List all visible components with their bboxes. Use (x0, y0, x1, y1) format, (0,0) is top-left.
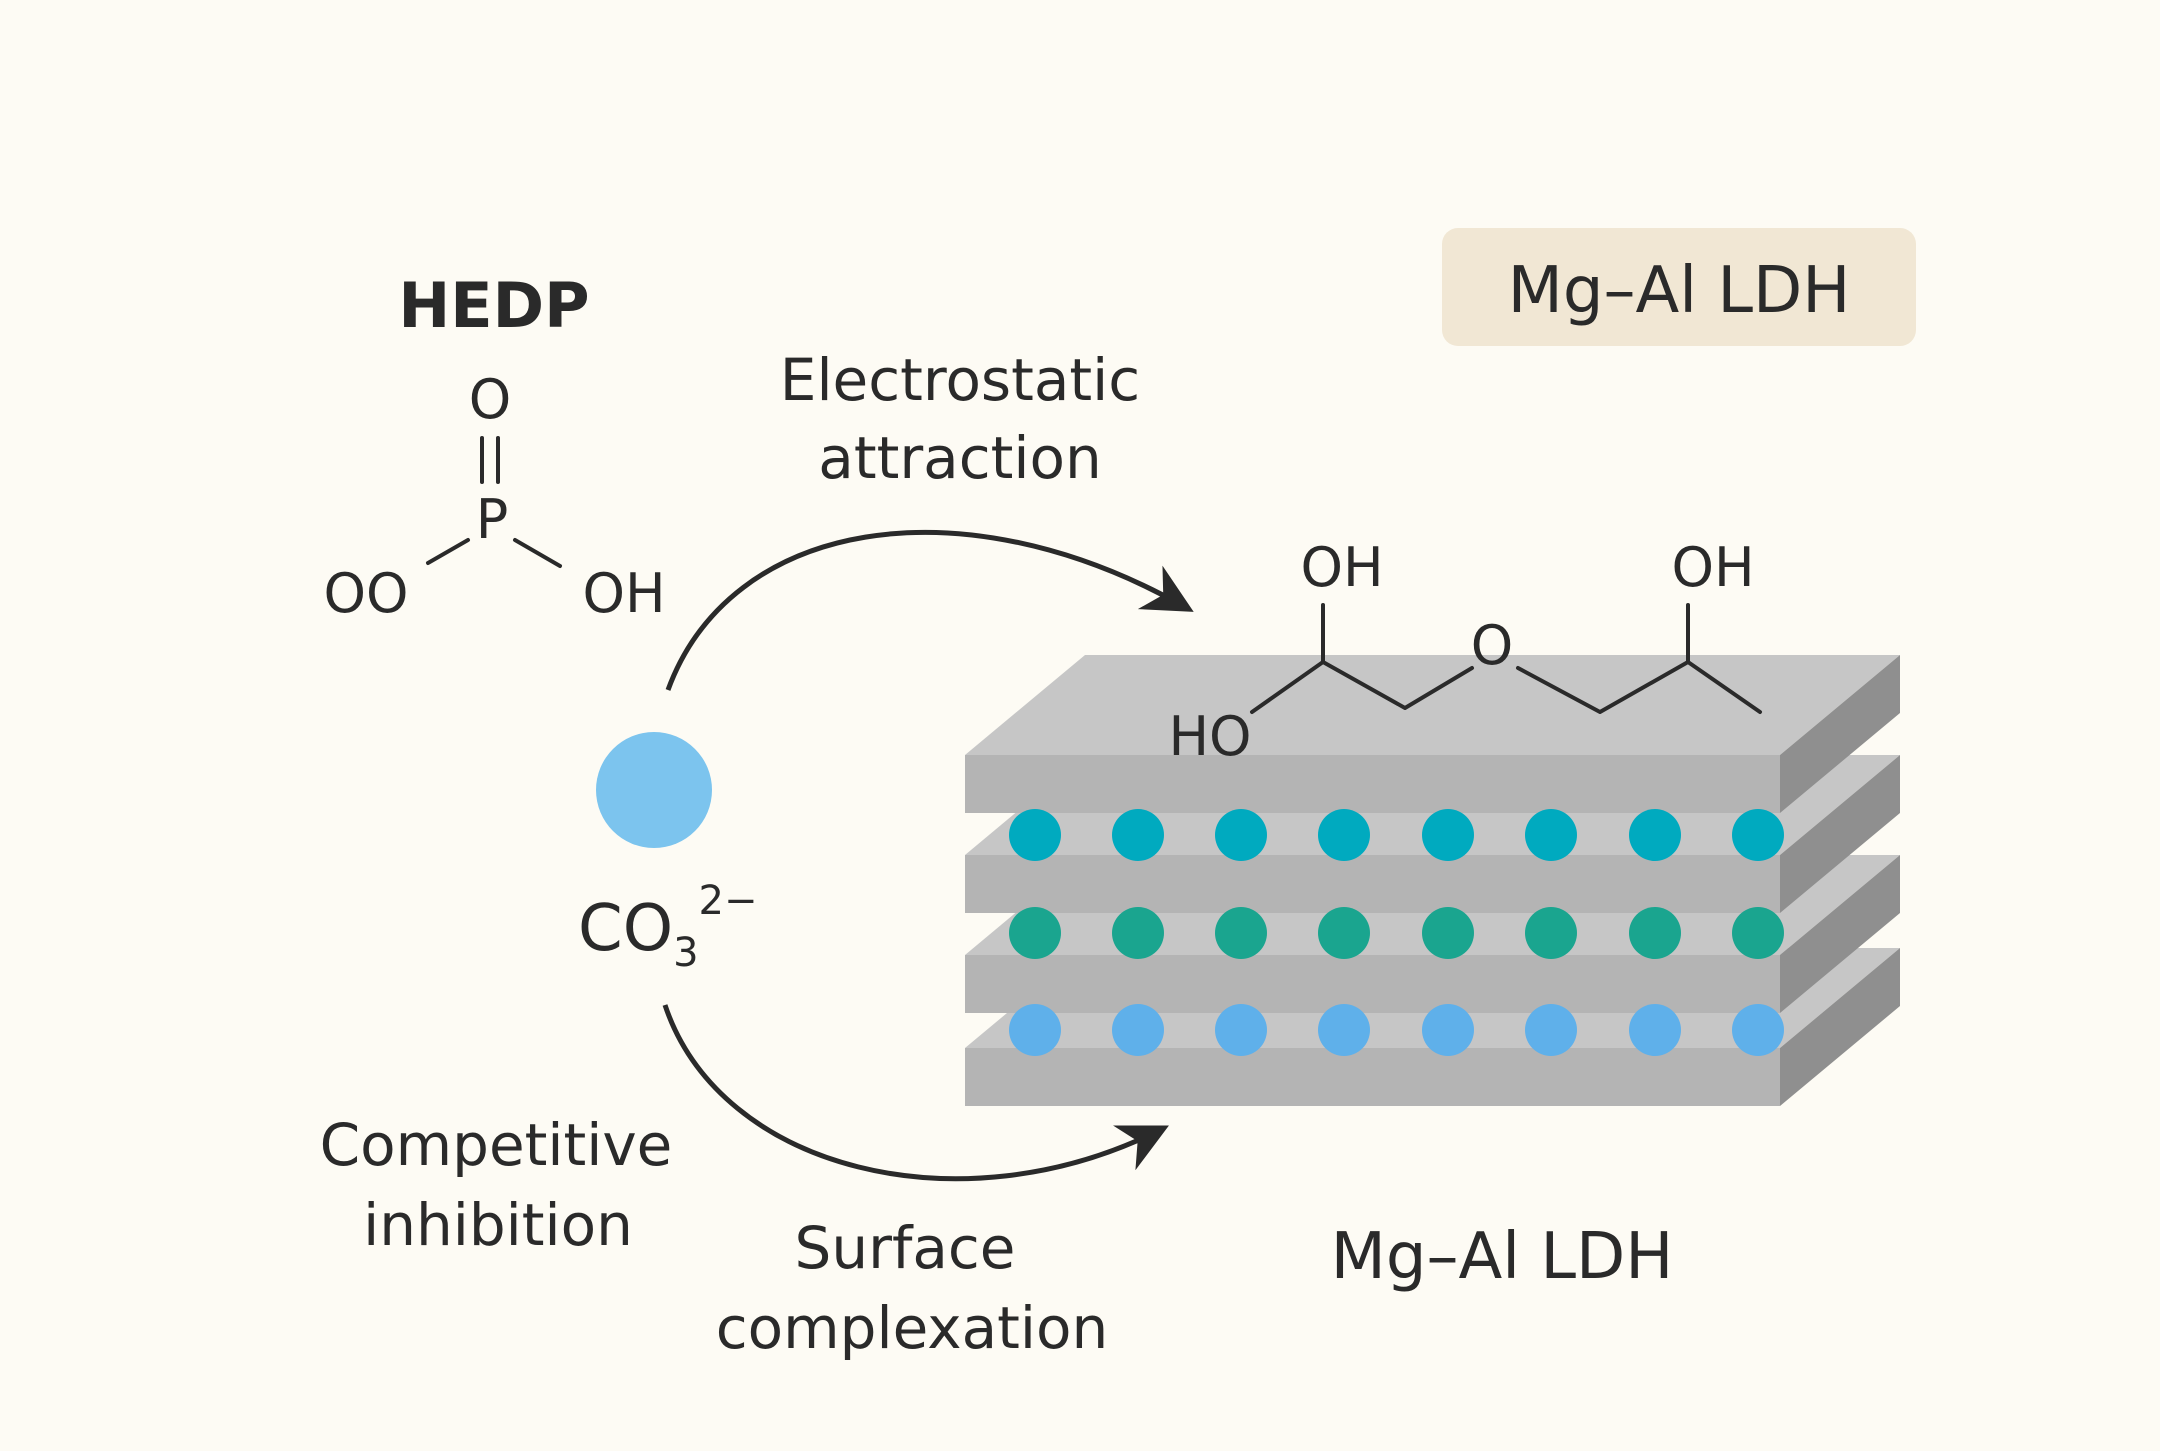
organic-molecule: OH O OH HO (1168, 536, 1762, 768)
ldh-label-box (1442, 228, 1916, 346)
hedp-bond-left (426, 538, 470, 565)
anion-dot (1732, 1004, 1784, 1056)
anion-dot (1629, 907, 1681, 959)
anion-dot (1629, 1004, 1681, 1056)
hedp-atom-o-top: O (469, 368, 512, 431)
anion-dot (1215, 907, 1267, 959)
molecule-chain-left (1250, 660, 1474, 714)
anion-dot (1422, 1004, 1474, 1056)
anion-dot (1318, 907, 1370, 959)
anion-dot (1732, 907, 1784, 959)
interlayer-anions (1009, 809, 1784, 1056)
hedp-structure: O P OO OH (323, 368, 665, 625)
hedp-bond-right (513, 538, 562, 568)
molecule-o-center: O (1471, 614, 1514, 677)
carbonate-label: CO32− (578, 878, 757, 976)
carbonate-ion-circle (596, 732, 712, 848)
anion-dot (1318, 1004, 1370, 1056)
anion-dot (1009, 1004, 1061, 1056)
ldh-plate-side-1 (1780, 655, 1900, 813)
ldh-plate-top-1 (965, 655, 1900, 755)
carbonate-superscript: 2− (699, 878, 758, 924)
ldh-plate-side-4 (1780, 948, 1900, 1106)
molecule-oh-left: OH (1300, 536, 1383, 599)
anion-dot (1422, 809, 1474, 861)
hedp-atom-p: P (476, 488, 509, 551)
anion-dot (1215, 1004, 1267, 1056)
ldh-plate-front-1 (965, 755, 1780, 813)
ldh-bottom-label: Mg–Al LDH (1331, 1220, 1674, 1294)
hedp-atom-left: OO (323, 562, 408, 625)
anion-dot (1112, 809, 1164, 861)
ldh-plate-side-2 (1780, 755, 1900, 913)
hedp-atom-right: OH (582, 562, 665, 625)
anion-dot (1318, 809, 1370, 861)
anion-dot (1732, 809, 1784, 861)
ldh-plate-side-3 (1780, 855, 1900, 1013)
ldh-plate-front-2 (965, 855, 1780, 913)
anion-dot (1112, 907, 1164, 959)
anion-dot (1009, 907, 1061, 959)
anion-dot (1215, 809, 1267, 861)
molecule-ho: HO (1168, 705, 1251, 768)
electrostatic-arrow (665, 529, 1194, 691)
ldh-box-label: Mg–Al LDH (1508, 254, 1851, 328)
carbonate-subscript: 3 (673, 930, 698, 976)
ldh-plate-front-4 (965, 1048, 1780, 1106)
electrostatic-label-line2: attraction (818, 424, 1101, 492)
anion-dot (1422, 907, 1474, 959)
electrostatic-label-line1: Electrostatic (780, 346, 1140, 414)
complexation-label-line2: complexation (716, 1294, 1108, 1362)
carbonate-base: CO (578, 892, 673, 966)
anion-dot (1525, 809, 1577, 861)
anion-dot (1525, 1004, 1577, 1056)
anion-dot (1525, 907, 1577, 959)
inhibition-label-line2: inhibition (363, 1191, 633, 1259)
anion-dot (1009, 809, 1061, 861)
hedp-title: HEDP (398, 269, 589, 342)
inhibition-label-line1: Competitive (320, 1111, 673, 1179)
anion-dot (1629, 809, 1681, 861)
molecule-oh-right: OH (1671, 536, 1754, 599)
complexation-arrow (662, 1004, 1169, 1182)
complexation-label-line1: Surface (795, 1214, 1016, 1282)
molecule-chain-right (1516, 660, 1762, 714)
ldh-plate-front-3 (965, 955, 1780, 1013)
anion-dot (1112, 1004, 1164, 1056)
